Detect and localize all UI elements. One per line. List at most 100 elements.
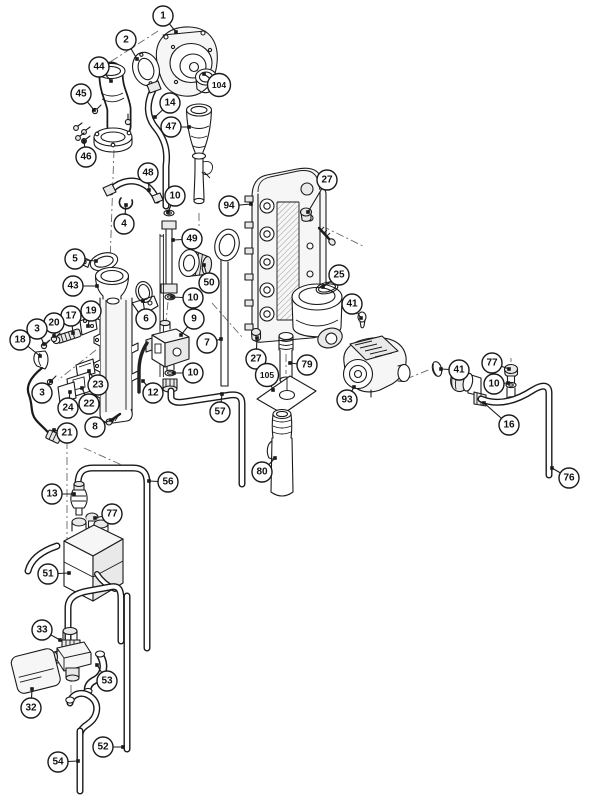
callout-27: 27 bbox=[306, 169, 338, 214]
callout-104: 104 bbox=[202, 72, 232, 98]
callout-number: 17 bbox=[65, 311, 77, 322]
callout-77: 77 bbox=[93, 503, 123, 525]
callout-number: 52 bbox=[97, 742, 109, 753]
callout-number: 19 bbox=[85, 306, 97, 317]
callout-27: 27 bbox=[245, 336, 267, 370]
callout-number: 33 bbox=[36, 625, 48, 636]
hx-screw-part bbox=[317, 226, 336, 246]
loop-pipe-part bbox=[64, 583, 125, 645]
callout-57: 57 bbox=[209, 392, 231, 423]
disc-41b-part bbox=[431, 361, 443, 377]
callout-22: 22 bbox=[78, 386, 100, 415]
callout-number: 76 bbox=[563, 473, 575, 484]
condensate-tube-80-part bbox=[266, 408, 294, 497]
return-pipe-76-part bbox=[477, 382, 553, 479]
callout-number: 47 bbox=[165, 122, 177, 133]
callout-number: 13 bbox=[46, 489, 58, 500]
callout-25: 25 bbox=[321, 264, 350, 289]
venturi-tube-part bbox=[185, 103, 213, 205]
callout-8: 8 bbox=[84, 416, 113, 438]
diverter-valve-33-part bbox=[49, 626, 92, 682]
callout-1: 1 bbox=[152, 5, 178, 34]
callout-number: 44 bbox=[93, 62, 105, 73]
parts-drawings bbox=[10, 26, 553, 795]
callout-number: 1 bbox=[160, 11, 166, 22]
callout-number: 49 bbox=[186, 234, 198, 245]
callout-number: 10 bbox=[169, 191, 181, 202]
callout-number: 7 bbox=[204, 338, 210, 349]
gas-pipe-57-part bbox=[167, 387, 246, 488]
callout-number: 4 bbox=[121, 219, 127, 230]
callout-number: 77 bbox=[106, 509, 118, 520]
callout-10: 10 bbox=[483, 373, 510, 395]
callout-10: 10 bbox=[170, 287, 204, 309]
callout-23: 23 bbox=[87, 369, 109, 396]
callout-12: 12 bbox=[141, 379, 164, 404]
callout-7: 7 bbox=[196, 332, 223, 354]
callout-41: 41 bbox=[439, 359, 470, 381]
callout-6: 6 bbox=[135, 299, 157, 330]
o-ring-6-part bbox=[135, 281, 153, 303]
callout-50: 50 bbox=[198, 263, 220, 294]
callout-number: 6 bbox=[143, 314, 149, 325]
callout-number: 43 bbox=[67, 281, 79, 292]
callout-number: 9 bbox=[191, 314, 197, 325]
callout-54: 54 bbox=[47, 751, 80, 773]
callout-number: 51 bbox=[42, 569, 54, 580]
callout-19: 19 bbox=[80, 300, 102, 328]
callout-number: 27 bbox=[321, 175, 333, 186]
callout-number: 93 bbox=[341, 395, 353, 406]
callout-number: 54 bbox=[52, 757, 64, 768]
retaining-clip-part bbox=[118, 197, 134, 210]
callout-24: 24 bbox=[57, 390, 79, 419]
gas-valve-part bbox=[145, 319, 190, 372]
elbow-hose-53-part bbox=[83, 650, 108, 695]
callout-47: 47 bbox=[160, 116, 191, 138]
callout-94: 94 bbox=[218, 195, 253, 217]
callout-number: 32 bbox=[25, 703, 37, 714]
callout-17: 17 bbox=[60, 305, 82, 335]
callout-number: 5 bbox=[72, 254, 78, 265]
plate-24-part bbox=[57, 381, 77, 404]
callout-32: 32 bbox=[20, 687, 42, 719]
callout-number: 25 bbox=[333, 270, 345, 281]
tank-inlet-elbow-part bbox=[24, 542, 61, 575]
hx-plug-27-top-part bbox=[299, 207, 313, 222]
hx-return-volute-part bbox=[291, 283, 343, 349]
callout-4: 4 bbox=[113, 203, 135, 235]
callout-number: 14 bbox=[164, 98, 176, 109]
callout-18: 18 bbox=[9, 329, 42, 358]
baffle-plate-105-part bbox=[256, 375, 317, 415]
callout-number: 105 bbox=[260, 370, 274, 380]
callout-45: 45 bbox=[70, 83, 96, 112]
callout-53: 53 bbox=[95, 663, 118, 692]
callout-number: 20 bbox=[48, 318, 60, 329]
callout-16: 16 bbox=[482, 401, 520, 436]
callout-9: 9 bbox=[179, 308, 205, 337]
callout-number: 10 bbox=[187, 368, 199, 379]
callout-21: 21 bbox=[52, 422, 78, 444]
callout-93: 93 bbox=[336, 385, 358, 411]
pipe-56-part bbox=[74, 464, 151, 652]
relief-valve-13-part bbox=[70, 480, 88, 516]
callout-number: 79 bbox=[301, 360, 313, 371]
callout-number: 24 bbox=[62, 403, 74, 414]
callout-number: 104 bbox=[212, 80, 226, 90]
callout-number: 27 bbox=[250, 354, 262, 365]
grommet-18-part bbox=[33, 350, 49, 370]
callout-33: 33 bbox=[31, 619, 62, 642]
callout-41: 41 bbox=[341, 293, 363, 320]
callout-77: 77 bbox=[481, 352, 511, 374]
callout-number: 3 bbox=[34, 324, 40, 335]
callout-number: 41 bbox=[346, 299, 358, 310]
callout-48: 48 bbox=[137, 162, 159, 192]
callout-number: 45 bbox=[75, 89, 87, 100]
callout-number: 80 bbox=[256, 467, 268, 478]
callout-56: 56 bbox=[147, 471, 179, 493]
callout-number: 10 bbox=[488, 379, 500, 390]
callout-number: 56 bbox=[162, 477, 174, 488]
callout-number: 41 bbox=[453, 365, 465, 376]
callout-105: 105 bbox=[254, 362, 280, 392]
